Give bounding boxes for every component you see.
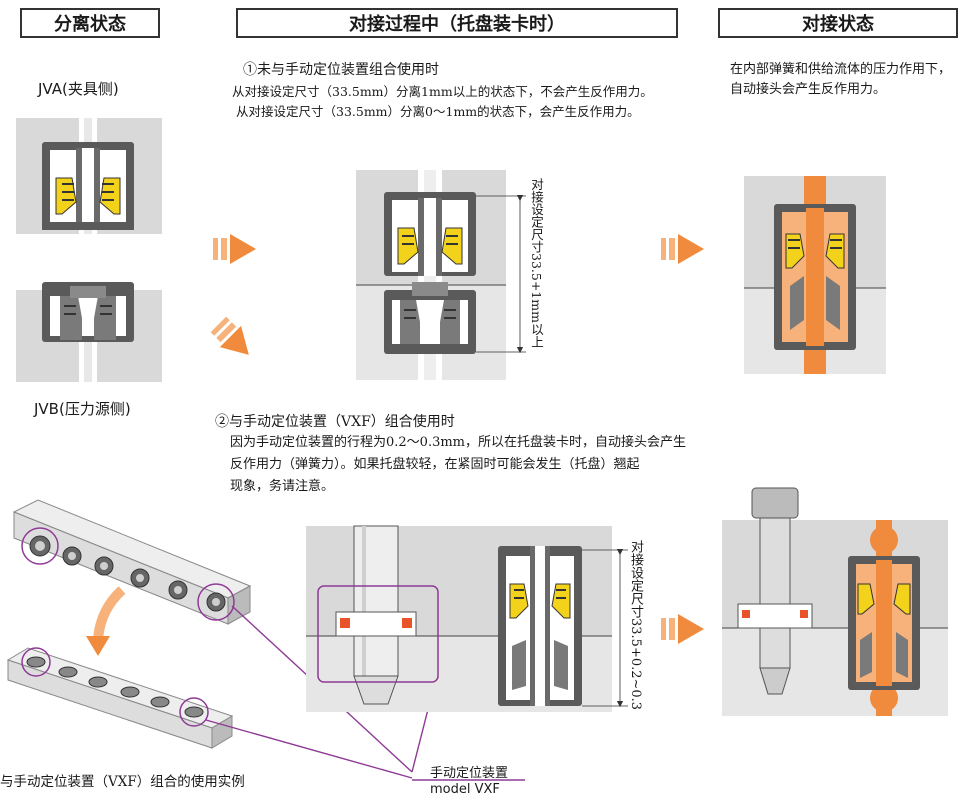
connecting-drawing-1	[356, 170, 526, 380]
device-name: 手动定位装置	[430, 766, 509, 781]
case2-line1: 因为手动定位装置的行程为0.2～0.3mm，所以在托盘装卡时，自动接头会产生	[230, 435, 687, 450]
header-separated: 分离状态	[20, 8, 160, 38]
connecting-drawing-2	[306, 525, 628, 712]
connected-desc-line2: 自动接头会产生反作用力。	[730, 82, 887, 97]
arrow-right-2	[661, 234, 704, 264]
case2-line3: 现象，务请注意。	[230, 479, 335, 494]
jva-label: JVA(夹具侧)	[38, 80, 119, 98]
case2-line2: 反作用力（弹簧力）。如果托盘较轻，在紧固时可能会发生（托盘）翘起	[230, 457, 640, 472]
connected-desc-line1: 在内部弹簧和供给流体的压力作用下，	[730, 62, 952, 77]
dimension-label-1: 对接设定尺寸33.5+1mm以上	[529, 178, 544, 348]
connected-drawing	[744, 176, 886, 374]
jvb-coupler-drawing	[16, 282, 162, 382]
header-connecting: 对接过程中（托盘装卡时）	[236, 8, 678, 38]
dimension-label-2: 对接设定尺寸33.5+0.2~0.3	[628, 540, 643, 711]
case1-line2: 从对接设定尺寸（33.5mm）分离0～1mm的状态下，会产生反作用力。	[236, 104, 640, 119]
arrow-diagonal	[210, 316, 249, 355]
case2-title: ②与手动定位装置（VXF）组合使用时	[215, 414, 455, 430]
case1-title: ①未与手动定位装置组合使用时	[243, 62, 439, 78]
connected-with-vxf-drawing	[722, 487, 948, 716]
device-model: model VXF	[430, 782, 500, 797]
example-caption: 与手动定位装置（VXF）组合的使用实例	[0, 774, 245, 790]
arrow-right-3	[661, 614, 704, 644]
jva-coupler-drawing	[16, 118, 162, 234]
header-connected: 对接状态	[718, 8, 958, 38]
arrow-right-1	[213, 234, 256, 264]
case1-line1: 从对接设定尺寸（33.5mm）分离1mm以上的状态下，不会产生反作用力。	[232, 84, 653, 99]
jvb-label: JVB(压力源侧)	[34, 400, 131, 418]
fixture-plate-illustration	[6, 499, 252, 749]
